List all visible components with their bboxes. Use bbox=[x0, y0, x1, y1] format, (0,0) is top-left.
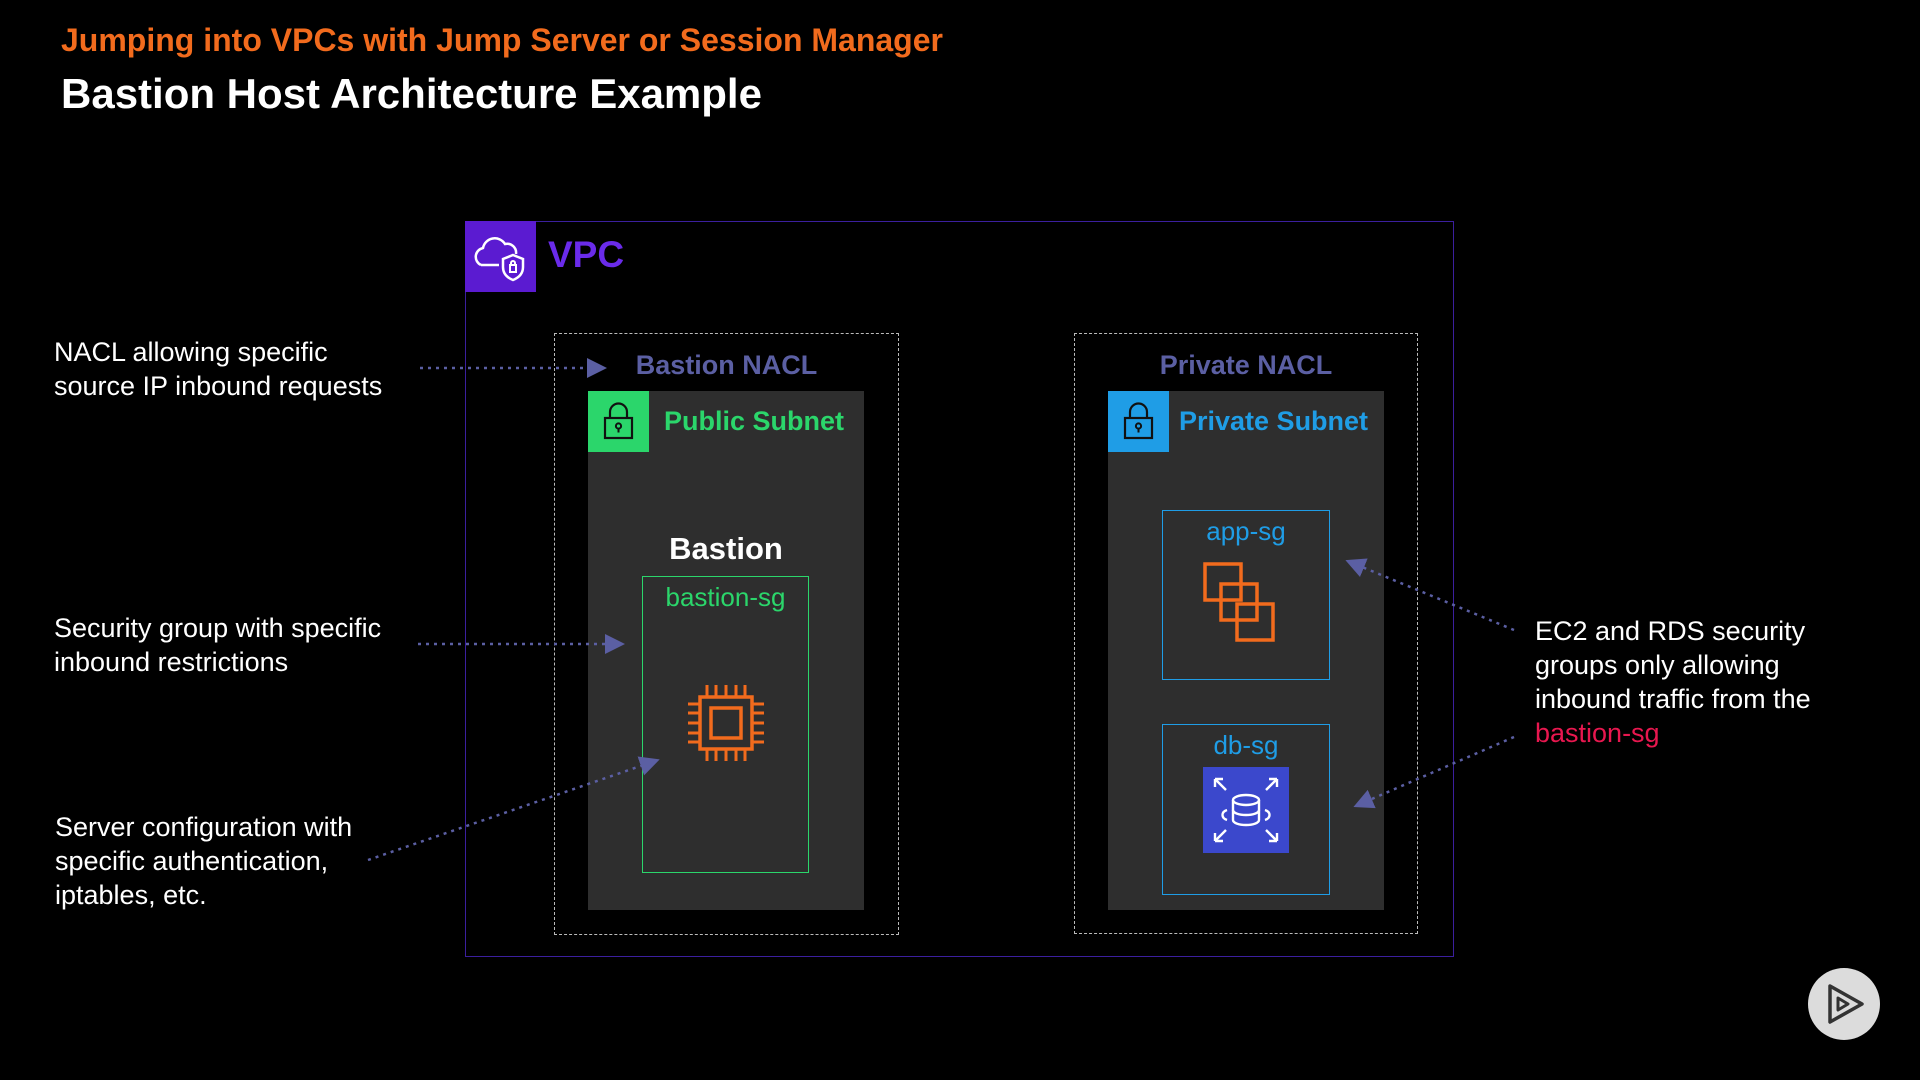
note-sg-line-1: Security group with specific bbox=[54, 613, 382, 643]
db-sg-label: db-sg bbox=[1213, 730, 1279, 760]
arrow-db-sg bbox=[1353, 735, 1515, 809]
note-server: Server configuration with specific authe… bbox=[55, 810, 352, 912]
note-ec2-rds-line-3: inbound traffic from the bbox=[1535, 684, 1811, 714]
slide-title: Bastion Host Architecture Example bbox=[61, 70, 762, 117]
note-server-line-3: iptables, etc. bbox=[55, 880, 207, 910]
note-ec2-rds-line-2: groups only allowing bbox=[1535, 650, 1780, 680]
vpc-container bbox=[465, 221, 1454, 957]
bastion-nacl-label: Bastion NACL bbox=[635, 350, 818, 380]
bastion-sg-box: bastion-sg bbox=[642, 576, 809, 873]
note-nacl-line-2: source IP inbound requests bbox=[54, 371, 383, 401]
note-nacl-line-1: NACL allowing specific bbox=[54, 337, 328, 367]
app-sg-box: app-sg bbox=[1162, 510, 1330, 680]
bastion-sg-label: bastion-sg bbox=[665, 582, 786, 612]
ec2-instances-icon bbox=[1200, 560, 1292, 657]
private-nacl: Private NACL bbox=[1074, 333, 1418, 934]
arrow-server bbox=[367, 756, 660, 862]
note-sg: Security group with specific inbound res… bbox=[54, 611, 381, 679]
private-subnet-label: Private Subnet bbox=[1179, 406, 1369, 436]
vpc-label: VPC bbox=[548, 234, 625, 275]
note-server-line-1: Server configuration with bbox=[55, 812, 353, 842]
play-icon bbox=[1828, 984, 1864, 1024]
cloud-shield-icon bbox=[465, 221, 536, 292]
bastion-title: Bastion bbox=[669, 531, 783, 566]
note-sg-line-2: inbound restrictions bbox=[54, 647, 289, 677]
slide-subtitle: Jumping into VPCs with Jump Server or Se… bbox=[61, 22, 943, 58]
private-nacl-label: Private NACL bbox=[1159, 350, 1333, 380]
public-subnet bbox=[588, 391, 864, 910]
note-server-line-2: specific authentication, bbox=[55, 846, 329, 876]
note-ec2-rds: EC2 and RDS security groups only allowin… bbox=[1535, 614, 1811, 750]
app-sg-label: app-sg bbox=[1206, 516, 1286, 546]
note-ec2-rds-highlight: bastion-sg bbox=[1535, 718, 1660, 748]
lock-icon bbox=[1108, 391, 1169, 452]
lock-icon bbox=[588, 391, 649, 452]
rds-database-icon bbox=[1203, 767, 1289, 853]
ec2-chip-icon bbox=[683, 680, 769, 771]
public-subnet-label: Public Subnet bbox=[664, 406, 845, 436]
note-nacl: NACL allowing specific source IP inbound… bbox=[54, 335, 382, 403]
arrow-app-sg bbox=[1345, 558, 1515, 632]
db-sg-box: db-sg bbox=[1162, 724, 1330, 895]
note-ec2-rds-line-1: EC2 and RDS security bbox=[1535, 616, 1806, 646]
play-button[interactable] bbox=[1808, 968, 1880, 1040]
bastion-nacl: Bastion NACL bbox=[554, 333, 899, 935]
